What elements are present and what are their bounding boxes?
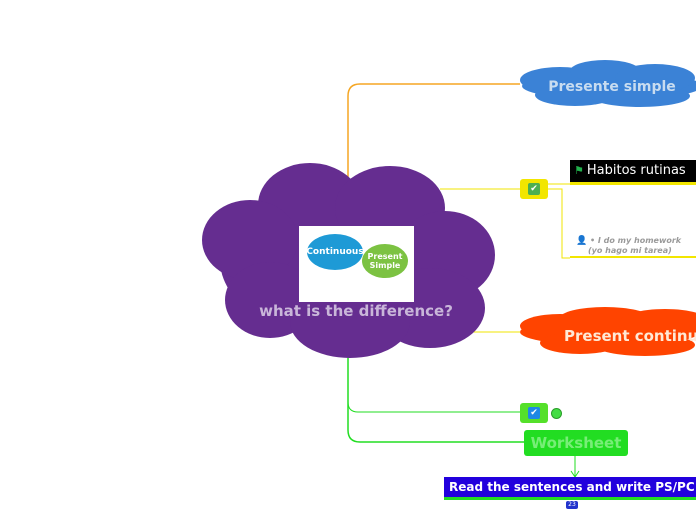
central-topic-title[interactable]: what is the difference? bbox=[259, 302, 453, 320]
connector-homework bbox=[548, 188, 570, 259]
habitos-node[interactable]: ⚑Habitos rutinas bbox=[570, 160, 696, 182]
checkbox-node-1[interactable]: ✔ bbox=[520, 179, 548, 199]
continuous-bubble: Continuous bbox=[306, 234, 364, 270]
person-icon: 👤 bbox=[576, 236, 588, 246]
homework-line-2: (yo hago mi tarea) bbox=[588, 246, 672, 255]
read-sentences-node[interactable]: Read the sentences and write PS/PC bbox=[444, 477, 696, 497]
connector-presente-simple bbox=[347, 83, 520, 200]
present-word: Present bbox=[367, 252, 403, 261]
connector-worksheet bbox=[347, 345, 524, 443]
presente-simple-cloud[interactable] bbox=[520, 60, 696, 107]
present-continuous-cloud[interactable] bbox=[520, 307, 696, 356]
checkbox-icon: ✔ bbox=[528, 407, 540, 419]
count-badge[interactable]: 23 bbox=[566, 501, 578, 509]
worksheet-node[interactable]: Worksheet bbox=[524, 430, 628, 456]
presente-simple-label[interactable]: Presente simple bbox=[548, 79, 676, 95]
collapse-dot[interactable] bbox=[551, 408, 562, 419]
habitos-underline bbox=[570, 182, 696, 185]
continuous-label: Continuous bbox=[306, 247, 364, 257]
homework-underline bbox=[570, 256, 696, 258]
homework-line-1: • I do my homework bbox=[590, 236, 682, 245]
checkbox-icon: ✔ bbox=[528, 183, 540, 195]
present-continuous-label[interactable]: Present continu bbox=[564, 327, 696, 345]
flag-icon: ⚑ bbox=[574, 164, 584, 177]
read-underline bbox=[444, 497, 696, 500]
homework-node[interactable]: 👤 • I do my homework(yo hago mi tarea) bbox=[576, 236, 681, 255]
simple-word: Simple bbox=[369, 261, 401, 270]
connector-check2 bbox=[347, 345, 520, 413]
homework-text: • I do my homework(yo hago mi tarea) bbox=[576, 236, 681, 255]
checkbox-node-2[interactable]: ✔ bbox=[520, 403, 548, 423]
habitos-label: Habitos rutinas bbox=[586, 163, 686, 178]
